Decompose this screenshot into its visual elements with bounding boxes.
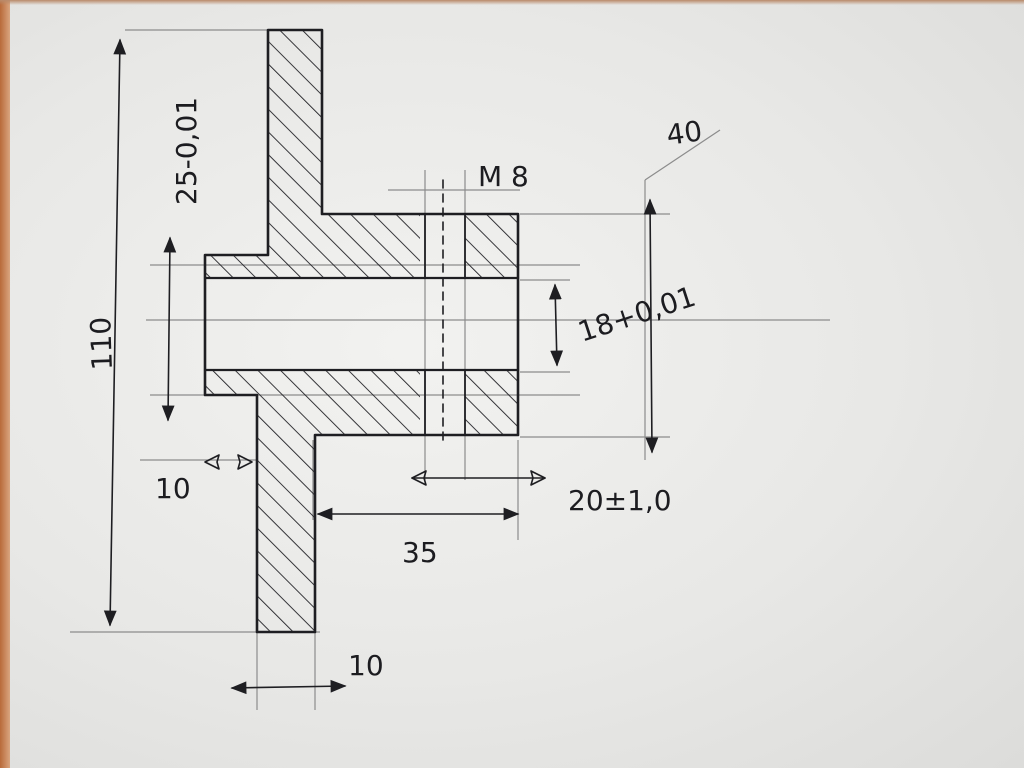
overall-height-label: 110 <box>84 316 119 371</box>
dimension-lines <box>103 38 659 695</box>
hole-position-label: 20±1,0 <box>568 484 672 517</box>
roughness-label: 40 <box>664 114 704 152</box>
hub-length-label: 35 <box>402 536 438 569</box>
step-offset-label: 10 <box>155 472 191 505</box>
part-outline <box>203 28 520 634</box>
shaft-diameter-label: 18+0,01 <box>574 280 700 349</box>
bore-diameter-label: 25-0,01 <box>170 97 203 205</box>
thread-label: M 8 <box>478 160 529 193</box>
flange-thickness-label: 10 <box>348 649 384 682</box>
paper-edge <box>0 0 10 768</box>
paper-edge-top <box>0 0 1024 5</box>
section-hatching <box>205 30 518 632</box>
